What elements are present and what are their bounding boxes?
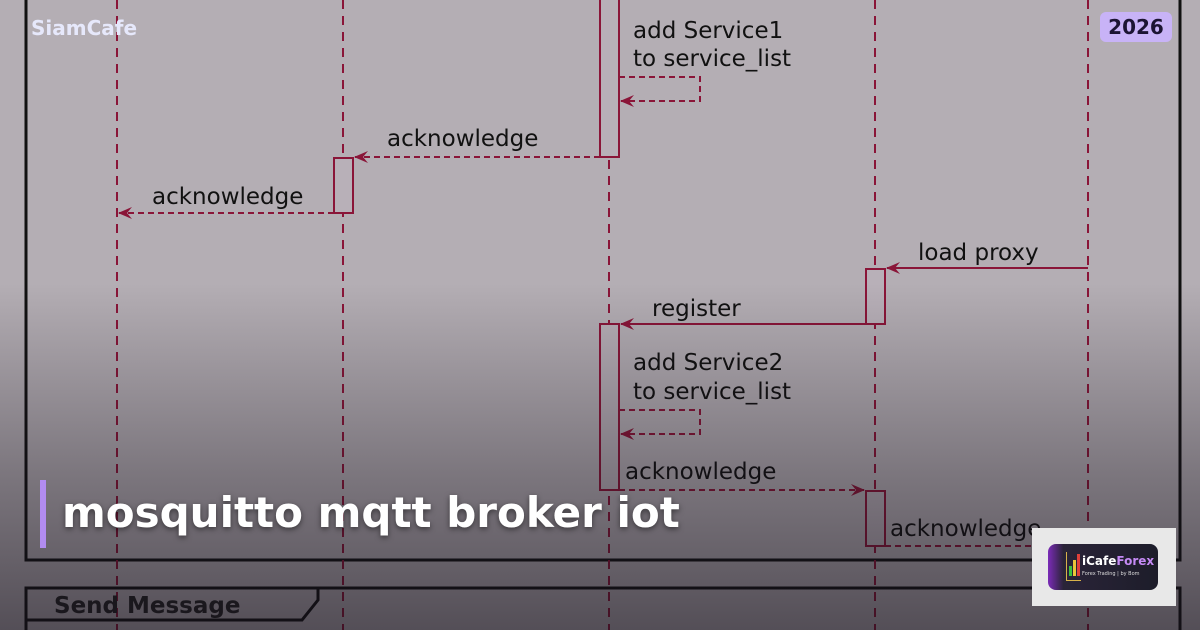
message-label: register [652, 296, 741, 322]
logo-tagline: Forex Trading | by Bom [1082, 571, 1140, 577]
brand-logo: SiamCafe [31, 16, 138, 40]
message-label: acknowledge [625, 459, 776, 485]
year-badge: 2026 [1100, 12, 1172, 42]
logo-name-part1: iCafe [1082, 554, 1117, 568]
candlestick-icon [1066, 552, 1081, 581]
activation-bar [865, 490, 886, 547]
group-label: Send Message [54, 593, 240, 619]
activation-bar [599, 0, 620, 158]
logo-name-part2: Forex [1116, 554, 1155, 568]
logo-name: iCafeForex [1082, 554, 1154, 568]
message-label: add Service1 [633, 18, 783, 44]
group-frame: Send Message [24, 586, 1182, 630]
message-label: to service_list [633, 46, 791, 72]
candle-red [1077, 554, 1080, 576]
message-label: to service_list [633, 379, 791, 405]
message-label: acknowledge [387, 126, 538, 152]
candle-green [1069, 566, 1072, 576]
icafeforex-logo: iCafeForex Forex Trading | by Bom [1032, 528, 1176, 606]
candle-yellow [1073, 560, 1076, 576]
message-label: acknowledge [152, 184, 303, 210]
message-label: load proxy [918, 240, 1039, 266]
activation-bar [865, 268, 886, 325]
logo-card: iCafeForex Forex Trading | by Bom [1048, 544, 1158, 590]
title-accent-bar [40, 480, 46, 548]
activation-bar [599, 323, 620, 491]
activation-bar [333, 157, 354, 214]
self-call-arrow [619, 76, 701, 107]
message-label: acknowledge [890, 516, 1041, 542]
self-call-arrow [619, 409, 701, 440]
message-labels: add Service1 to service_list acknowledge… [152, 18, 1041, 542]
message-label: add Service2 [633, 350, 783, 376]
page-title: mosquitto mqtt broker iot [62, 488, 680, 537]
